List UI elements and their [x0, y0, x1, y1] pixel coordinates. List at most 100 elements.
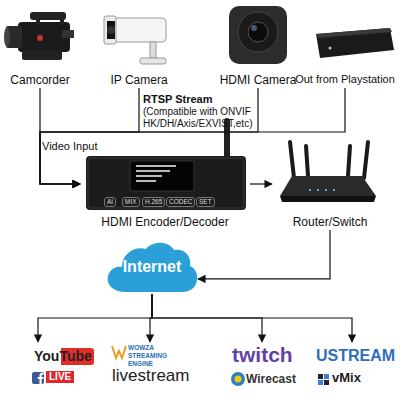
- encoder-illustration-part: [136, 165, 176, 182]
- hdmi-camera-illustration: [229, 6, 287, 64]
- connector-line: [250, 183, 272, 184]
- router-illustration-part: [290, 142, 368, 178]
- vmix-icon-part: [324, 374, 329, 379]
- twitch-logo-text: twitch: [232, 342, 293, 367]
- hdmi-camera-illustration-part: [229, 6, 287, 64]
- playstation-illustration-part: [316, 28, 394, 58]
- encoder-illustration-part: [130, 161, 194, 191]
- ip-camera-illustration-part: [107, 21, 115, 39]
- facebook-icon-part: [38, 373, 44, 384]
- device-label: Out from Playstation: [290, 73, 400, 86]
- router-device: Router/Switch: [272, 138, 388, 230]
- ustream-logo-text: USTREAM: [316, 346, 395, 365]
- encoder-button-label: CODEC: [166, 197, 195, 207]
- router-illustration-part-part: [309, 189, 311, 191]
- device-label: HDMI Camera: [218, 73, 298, 87]
- camcorder-illustration-part: [37, 35, 43, 41]
- encoder-illustration-part-part: [136, 175, 162, 177]
- livestream-logo-text: livestream: [112, 366, 189, 386]
- camcorder-illustration: [4, 12, 74, 60]
- connector-line: [40, 88, 345, 184]
- wirecast-icon-part: [231, 372, 245, 386]
- wowza-icon-part: [112, 346, 126, 358]
- playstation-source: Out from Playstation: [290, 2, 400, 88]
- router-illustration-part-part: [325, 189, 327, 191]
- camcorder-illustration-part: [4, 27, 10, 47]
- router-illustration-part: [280, 196, 376, 202]
- router-illustration-part-part: [348, 146, 350, 176]
- live-badge: LIVE: [46, 371, 74, 383]
- wowza-icon: [112, 346, 126, 358]
- encoder-button-label: MIX: [122, 197, 140, 207]
- wirecast-logo-text: Wirecast: [246, 372, 296, 386]
- encoder-device: HDMI Encoder/Decoder: [80, 138, 250, 230]
- router-illustration-part-part: [333, 189, 335, 191]
- device-label: IP Camera: [100, 73, 178, 87]
- connector-line: [40, 88, 80, 184]
- connector-line: [152, 294, 352, 342]
- edge-label: RTSP Stream: [143, 93, 213, 106]
- device-label: Router/Switch: [272, 215, 388, 229]
- ip-camera-device: IP Camera: [100, 2, 178, 88]
- camcorder-device: Camcorder: [2, 2, 78, 88]
- router-illustration-part-part: [317, 189, 319, 191]
- hdmi-camera-illustration-part: [248, 22, 268, 42]
- ip-camera-illustration-part: [140, 58, 166, 64]
- encoder-button-label: H.265: [142, 197, 165, 207]
- vmix-icon-part: [324, 380, 329, 385]
- playstation-illustration: [316, 28, 394, 58]
- ip-camera-illustration-part: [107, 26, 115, 34]
- ip-camera-illustration-part: [112, 18, 166, 42]
- connector-line: [38, 294, 152, 342]
- encoder-illustration-part-part: [136, 170, 170, 172]
- playstation-illustration-part: [316, 28, 392, 38]
- connector-line: [40, 88, 139, 184]
- internet-cloud: Internet: [106, 240, 198, 294]
- encoder-illustration-part-part: [136, 165, 176, 167]
- encoder-illustration-part: [88, 158, 244, 208]
- router-illustration-part-part: [290, 142, 294, 178]
- twitch-wirecast-logos: twitchWirecast: [226, 342, 300, 396]
- wowza-livestream-logos: WOWZA STREAMING ENGINElivestream: [108, 342, 208, 396]
- device-label: HDMI Encoder/Decoder: [80, 215, 250, 229]
- camcorder-illustration-part: [62, 30, 74, 38]
- compatibility-note: (Compatible with ONVIF HK/DH/Axis/EXVIST…: [143, 106, 255, 130]
- youtube-logo-text: YouTube: [32, 348, 94, 365]
- router-illustration-part-part: [364, 142, 368, 178]
- hdmi-camera-device: HDMI Camera: [218, 2, 298, 88]
- device-label: Camcorder: [2, 73, 78, 87]
- ip-camera-illustration-part: [104, 16, 116, 44]
- hdmi-camera-illustration-part: [238, 12, 278, 52]
- ip-camera-illustration: [104, 16, 166, 64]
- connector-line: [40, 88, 258, 184]
- facebook-icon: [32, 372, 44, 384]
- wowza-logo-text: WOWZA STREAMING ENGINE: [128, 344, 190, 368]
- camcorder-illustration-part: [60, 18, 64, 24]
- encoder-illustration-part-part: [136, 180, 156, 182]
- edge-label: Video Input: [42, 140, 97, 153]
- camcorder-illustration-part: [22, 50, 62, 60]
- router-illustration-part: [309, 189, 335, 191]
- wirecast-icon: [231, 372, 245, 386]
- ustream-vmix-logos: USTREAM vMix: [312, 342, 396, 396]
- playstation-illustration-part: [329, 47, 332, 50]
- vmix-logo-text: vMix: [332, 370, 361, 386]
- vmix-icon: [318, 374, 329, 385]
- vmix-icon-part: [318, 380, 323, 385]
- cloud-label: Internet: [106, 257, 198, 276]
- router-illustration: [280, 142, 376, 202]
- encoder-illustration-part: [86, 156, 246, 210]
- youtube-facebook-logos: YouTubeLIVE: [28, 342, 84, 396]
- hdmi-camera-illustration-part: [251, 25, 257, 31]
- connector-line: [198, 230, 330, 279]
- encoder-button-label: AI: [104, 197, 116, 207]
- router-illustration-part-part: [306, 146, 308, 176]
- router-illustration-part: [280, 176, 376, 196]
- ip-camera-illustration-part: [150, 42, 156, 58]
- facebook-icon-part: [32, 372, 44, 384]
- encoder-button-label: SET: [196, 197, 215, 207]
- camcorder-illustration-part: [36, 18, 40, 24]
- vmix-icon-part: [318, 374, 323, 379]
